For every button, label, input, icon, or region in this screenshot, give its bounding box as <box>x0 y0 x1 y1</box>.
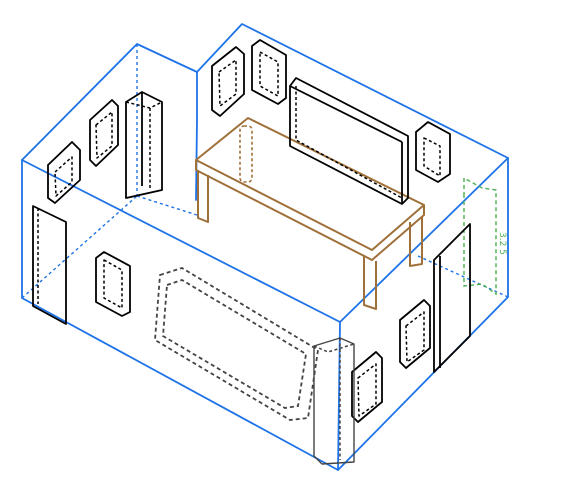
picture-frame-alcove-2-inner <box>259 51 279 97</box>
room-hidden-alcove-inner <box>136 43 198 73</box>
picture-frame-back-right-inner <box>423 137 441 177</box>
table-top-thickness <box>195 160 425 261</box>
large-screen-edge-top <box>289 85 403 143</box>
tall-cabinet-hidden <box>125 101 163 109</box>
height-dimension-box <box>463 176 497 296</box>
picture-frame-right-1-inner <box>405 311 425 363</box>
dining-table <box>195 117 425 310</box>
tall-cabinet <box>125 91 163 199</box>
room-outline <box>21 23 509 471</box>
table-leg-front-right <box>363 255 377 310</box>
table-leg-back-right <box>409 216 423 267</box>
large-screen <box>289 77 409 205</box>
picture-frame-left-2 <box>89 99 119 167</box>
table-leg-back-left <box>239 125 253 183</box>
picture-frame-front-left-inner <box>103 259 123 309</box>
tall-cabinet-front <box>313 337 355 465</box>
picture-frame-left-1 <box>47 141 81 204</box>
room-top-front-edge <box>21 157 509 323</box>
right-wall-objects: 3.2 5 <box>313 176 507 465</box>
large-screen-hidden <box>295 86 403 199</box>
picture-frame-left-2-inner <box>95 111 113 159</box>
room-hidden-floor-left <box>21 195 138 299</box>
picture-frame-right-2-inner <box>357 363 377 417</box>
picture-frame-back-right <box>415 121 451 183</box>
picture-frame-alcove-2 <box>251 39 287 105</box>
back-wall-objects <box>211 39 451 205</box>
table-leg-front-left <box>197 170 209 223</box>
tall-cabinet-front-hidden <box>313 343 355 353</box>
door-left <box>32 205 67 325</box>
height-dimension-label: 3.2 5 <box>497 232 507 255</box>
left-wall-objects <box>32 91 163 325</box>
picture-frame-right-1 <box>399 299 431 369</box>
rug-inner <box>162 279 307 409</box>
picture-frame-right-2 <box>351 351 383 423</box>
room-hidden-floor-back <box>136 195 198 216</box>
picture-frame-front-left <box>95 251 131 317</box>
rug-outer <box>154 267 319 421</box>
room-hidden-floor-right <box>417 255 509 298</box>
room-front-vertical-edge <box>337 321 341 471</box>
picture-frame-alcove-1 <box>211 46 245 117</box>
room-walls <box>21 23 509 471</box>
table-top <box>195 117 425 251</box>
front-wall-objects <box>95 251 131 317</box>
door-right <box>433 223 471 373</box>
picture-frame-alcove-1-inner <box>218 59 237 107</box>
floor-rug <box>154 267 319 421</box>
